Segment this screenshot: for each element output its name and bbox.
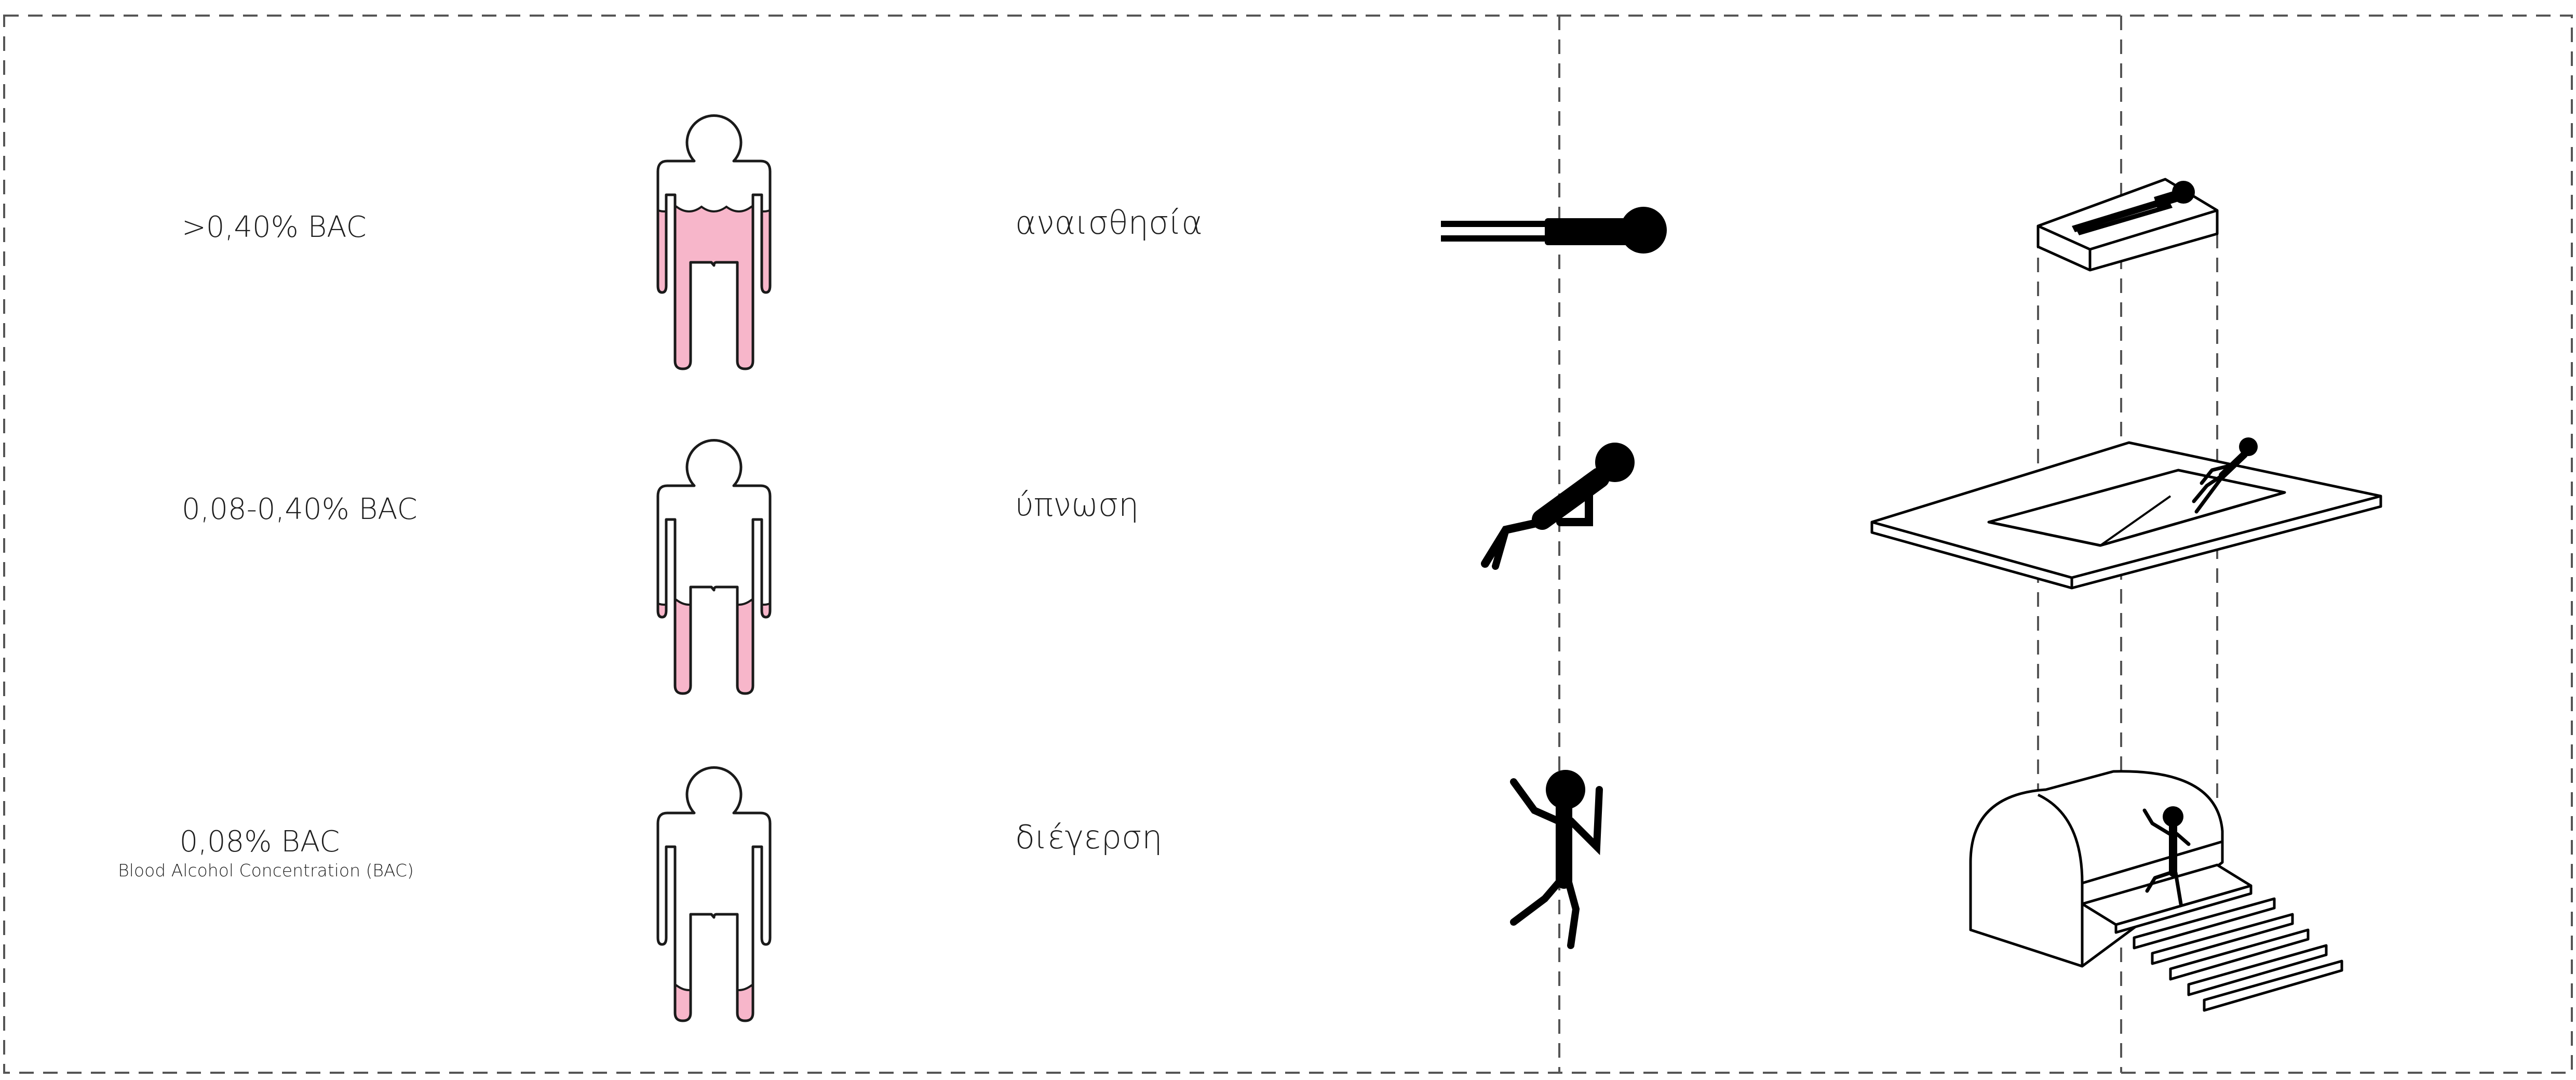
liquid-level-fill [658, 600, 770, 694]
body-outline [658, 441, 770, 694]
bac-figures [652, 116, 776, 1034]
liquid-surface-line [658, 598, 770, 606]
state-label-unconsciousness: αναισθησία [1015, 204, 1203, 242]
state-label-hypnosis: ύπνωση [1015, 486, 1139, 524]
body-outline [658, 768, 770, 1021]
block-bed-icon [2036, 178, 2219, 272]
vault-stairs-icon [1969, 770, 2343, 1012]
body-silhouette-icon [652, 441, 776, 706]
liquid-surface-line [658, 984, 770, 991]
sunken-platform-icon [1870, 437, 2382, 590]
bac-label-high: >0,40% BAC [182, 210, 367, 244]
bac-label-medium: 0,08-0,40% BAC [182, 492, 417, 526]
bac-definition-note: Blood Alcohol Concentration (BAC) [118, 860, 414, 881]
bac-label-low: 0,08% BAC [179, 825, 340, 859]
liquid-surface-line [658, 205, 770, 212]
body-silhouette-icon [652, 768, 776, 1034]
liquid-level-fill [658, 207, 770, 369]
drowsy-figure-icon [1481, 443, 1635, 570]
unconscious-figure-icon [1441, 207, 1667, 254]
state-label-excitement: διέγερση [1015, 818, 1163, 856]
excited-figure-icon [1510, 770, 1603, 949]
body-silhouette-icon [652, 116, 776, 382]
liquid-level-fill [658, 985, 770, 1021]
